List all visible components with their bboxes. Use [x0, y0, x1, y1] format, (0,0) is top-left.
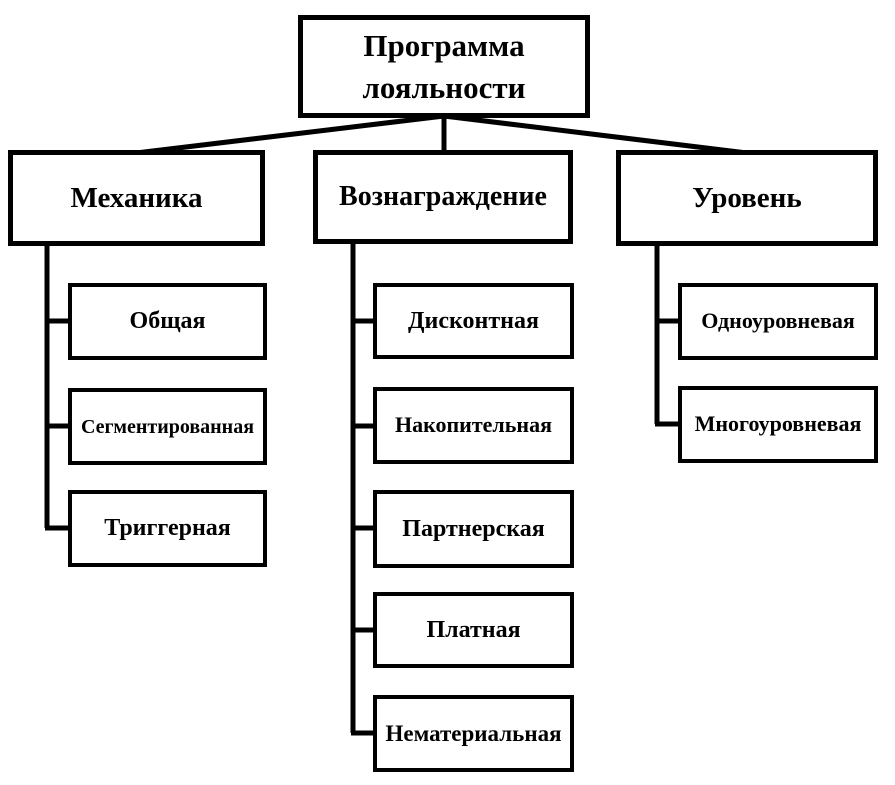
connector-root-to-level — [443, 113, 748, 156]
node-loyalty-program: Программа лояльности — [298, 15, 590, 118]
node-paid: Платная — [373, 592, 574, 668]
node-accumulative: Накопительная — [373, 387, 574, 464]
node-single-level: Одноуровневая — [678, 283, 878, 360]
connector-root-to-mechanics — [135, 113, 445, 156]
node-multi-level: Многоуровневая — [678, 386, 878, 463]
node-nonmaterial: Нематериальная — [373, 695, 574, 772]
node-partner: Партнерская — [373, 490, 574, 568]
node-discount: Дисконтная — [373, 283, 574, 359]
node-mechanics: Механика — [8, 150, 265, 246]
node-segmented: Сегментированная — [68, 388, 267, 465]
node-general: Общая — [68, 283, 267, 360]
node-reward: Вознаграждение — [313, 150, 573, 244]
node-level: Уровень — [616, 150, 878, 246]
node-trigger: Триггерная — [68, 490, 267, 567]
